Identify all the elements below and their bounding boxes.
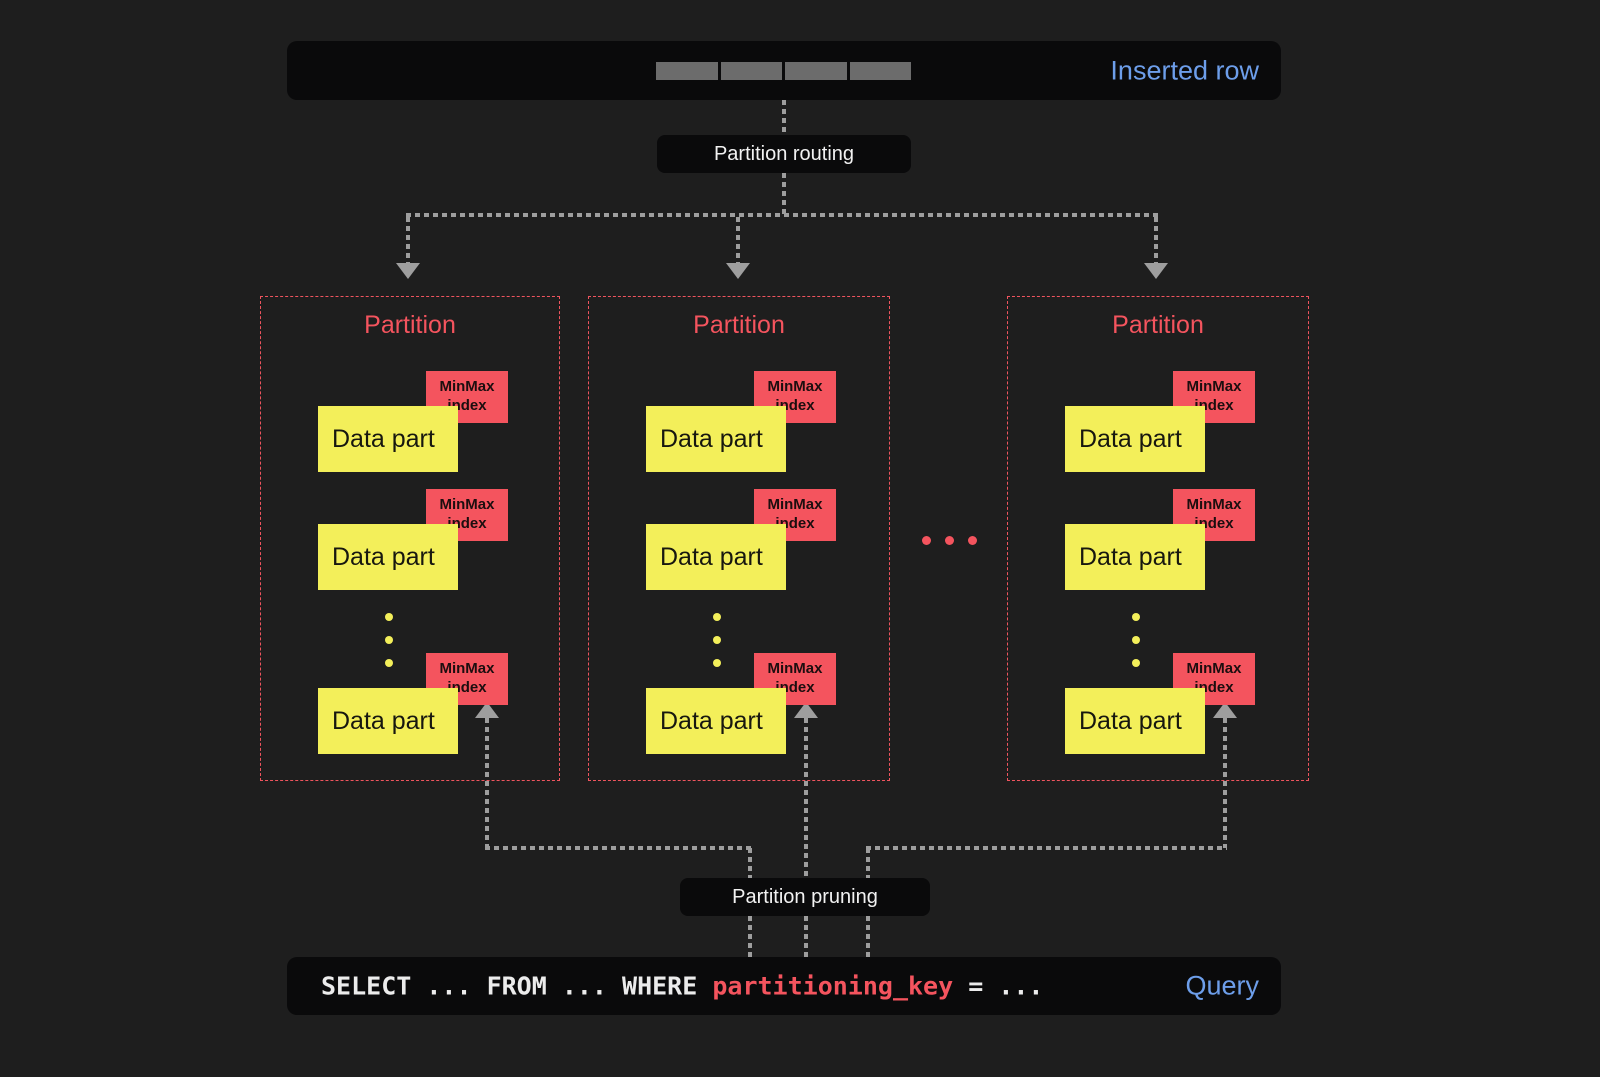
data-part: Data part <box>1065 524 1205 590</box>
data-part: Data part <box>318 524 458 590</box>
horizontal-ellipsis <box>922 536 977 545</box>
inserted-row-bar: Inserted row <box>287 41 1281 100</box>
flow-line <box>804 718 808 878</box>
vertical-ellipsis <box>1132 613 1140 667</box>
partition-title: Partition <box>364 311 456 339</box>
partitioning-key-highlight: partitioning_key <box>712 971 954 1001</box>
minmax-tag-line1: MinMax <box>1186 660 1242 678</box>
flow-line <box>866 846 1227 850</box>
partition-pruning-label: Partition pruning <box>680 878 930 916</box>
data-part: Data part <box>318 406 458 472</box>
flow-line <box>866 916 870 957</box>
data-part: Data part <box>318 688 458 754</box>
flow-line <box>485 846 752 850</box>
flow-line <box>736 217 740 263</box>
row-segment <box>849 62 911 80</box>
query-suffix: = ... <box>953 971 1044 1001</box>
minmax-index-tag: MinMax index <box>754 371 836 423</box>
data-part: Data part <box>646 406 786 472</box>
arrow-down-icon <box>1144 263 1168 279</box>
query-text: SELECT ... FROM ... WHERE partitioning_k… <box>321 972 1043 1001</box>
minmax-index-tag: MinMax index <box>426 489 508 541</box>
query-bar: SELECT ... FROM ... WHERE partitioning_k… <box>287 957 1281 1015</box>
query-prefix: SELECT ... FROM ... WHERE <box>321 971 713 1001</box>
partition-title: Partition <box>693 311 785 339</box>
partition-box: Partition MinMax index Data part MinMax … <box>260 296 560 781</box>
row-segment <box>720 62 782 80</box>
minmax-tag-line1: MinMax <box>439 378 495 396</box>
arrow-up-icon <box>1213 702 1237 718</box>
minmax-tag-line1: MinMax <box>767 496 823 514</box>
query-label: Query <box>1185 970 1259 1001</box>
flow-line <box>406 213 1158 217</box>
flow-line <box>866 848 870 878</box>
row-segment <box>656 62 718 80</box>
data-part: Data part <box>1065 406 1205 472</box>
partition-box: Partition MinMax index Data part MinMax … <box>588 296 890 781</box>
minmax-tag-line1: MinMax <box>767 378 823 396</box>
arrow-up-icon <box>794 702 818 718</box>
data-part: Data part <box>646 688 786 754</box>
flow-line <box>1154 217 1158 263</box>
flow-line <box>406 217 410 263</box>
vertical-ellipsis <box>385 613 393 667</box>
minmax-tag-line1: MinMax <box>439 496 495 514</box>
minmax-tag-line1: MinMax <box>767 660 823 678</box>
minmax-tag-line1: MinMax <box>1186 496 1242 514</box>
partition-title: Partition <box>1112 311 1204 339</box>
inserted-row-label: Inserted row <box>1110 55 1259 85</box>
partition-box: Partition MinMax index Data part MinMax … <box>1007 296 1309 781</box>
vertical-ellipsis <box>713 613 721 667</box>
inserted-row-segments <box>656 62 911 80</box>
minmax-tag-line1: MinMax <box>1186 378 1242 396</box>
arrow-down-icon <box>726 263 750 279</box>
row-segment <box>785 62 847 80</box>
flow-line <box>748 916 752 957</box>
flow-line <box>485 718 489 848</box>
arrow-up-icon <box>475 702 499 718</box>
flow-line <box>782 100 786 135</box>
data-part: Data part <box>1065 688 1205 754</box>
flow-line <box>782 173 786 215</box>
flow-line <box>1223 718 1227 848</box>
flow-line <box>748 848 752 878</box>
minmax-tag-line1: MinMax <box>439 660 495 678</box>
flow-line <box>804 916 808 957</box>
arrow-down-icon <box>396 263 420 279</box>
data-part: Data part <box>646 524 786 590</box>
partition-routing-label: Partition routing <box>657 135 911 173</box>
